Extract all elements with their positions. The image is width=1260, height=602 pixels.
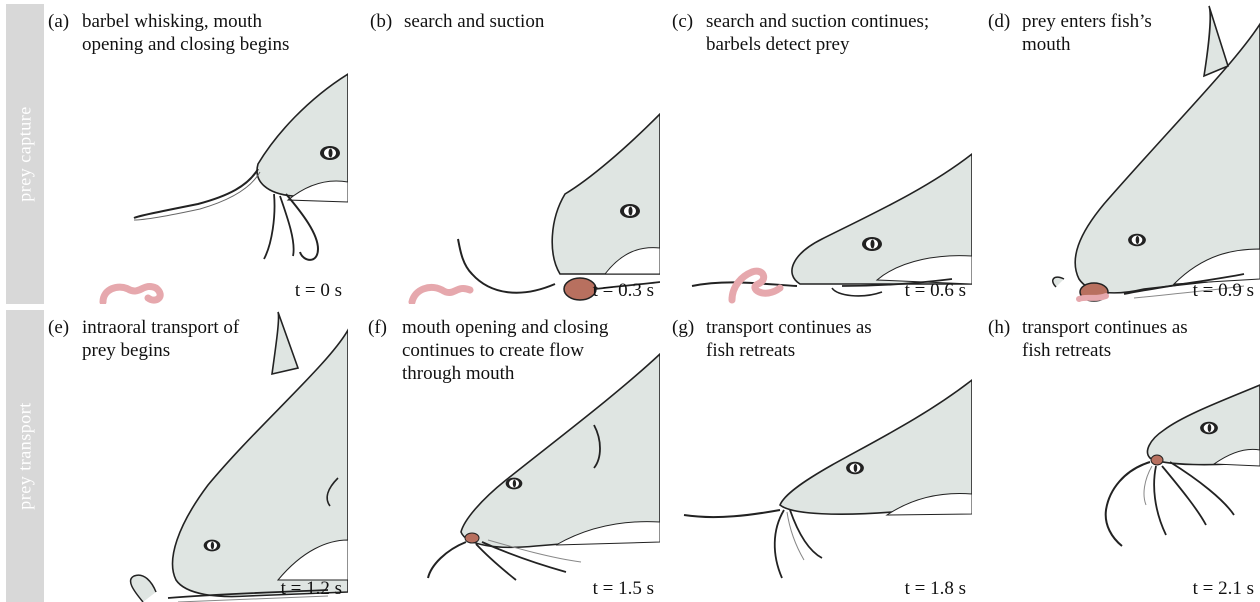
time-label-h: t = 2.1 s	[1193, 578, 1254, 600]
catfish-illustration-b	[360, 4, 660, 304]
caption-letter-e: (e)	[48, 316, 69, 339]
panel-a: (a) barbel whisking, mouth opening and c…	[48, 4, 348, 304]
panel-c: (c) search and suction continues; barbel…	[672, 4, 972, 304]
caption-letter-h: (h)	[988, 316, 1010, 339]
time-label-f: t = 1.5 s	[593, 578, 654, 600]
row-label-prey-capture: prey capture	[6, 4, 44, 304]
caption-letter-f: (f)	[368, 316, 387, 339]
row-label-prey-transport: prey transport	[6, 310, 44, 602]
time-label-b: t = 0.3 s	[593, 280, 654, 302]
time-label-g: t = 1.8 s	[905, 578, 966, 600]
caption-letter-a: (a)	[48, 10, 69, 33]
caption-letter-c: (c)	[672, 10, 693, 33]
caption-letter-d: (d)	[988, 10, 1010, 33]
row-label-prey-capture-text: prey capture	[15, 106, 36, 201]
time-label-a: t = 0 s	[295, 280, 342, 302]
panel-e: (e) intraoral transport of prey begins t…	[48, 310, 348, 602]
caption-text-d: prey enters fish’s mouth	[1022, 10, 1152, 56]
row-label-prey-transport-text: prey transport	[15, 402, 36, 509]
caption-text-g: transport continues as fish retreats	[706, 316, 872, 362]
caption-text-a: barbel whisking, mouth opening and closi…	[82, 10, 289, 56]
caption-text-b: search and suction	[404, 10, 544, 33]
time-label-c: t = 0.6 s	[905, 280, 966, 302]
time-label-e: t = 1.2 s	[281, 578, 342, 600]
caption-letter-g: (g)	[672, 316, 694, 339]
time-label-d: t = 0.9 s	[1193, 280, 1254, 302]
panel-b: (b) search and suction t = 0.3 s	[360, 4, 660, 304]
caption-text-f: mouth opening and closing continues to c…	[402, 316, 608, 385]
caption-text-e: intraoral transport of prey begins	[82, 316, 239, 362]
caption-letter-b: (b)	[370, 10, 392, 33]
panel-d: (d) prey enters fish’s mouth t = 0.9 s	[984, 4, 1260, 304]
panel-h: (h) transport continues as fish retreats…	[984, 310, 1260, 602]
panel-g: (g) transport continues as fish retreats…	[672, 310, 972, 602]
caption-text-h: transport continues as fish retreats	[1022, 316, 1188, 362]
panel-f: (f) mouth opening and closing continues …	[356, 310, 660, 602]
caption-text-c: search and suction continues; barbels de…	[706, 10, 929, 56]
